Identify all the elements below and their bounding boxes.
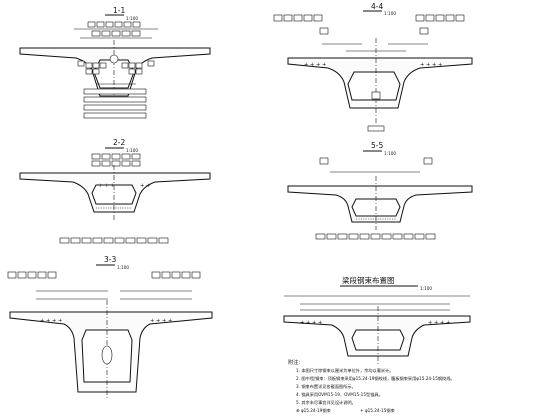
section-4-4-label-row xyxy=(273,14,465,52)
plan-scale: 1:100 xyxy=(420,286,432,291)
section-5-5-title: 5-5 xyxy=(371,141,383,150)
section-2-2-label-rows xyxy=(91,153,141,167)
notes-line-3: 3. 钢束布置详见各截面图所示。 xyxy=(296,383,356,390)
section-5-5-scale: 1:100 xyxy=(384,151,396,156)
section-4-4-scale: 1:100 xyxy=(384,11,396,16)
section-4-4-title: 4-4 xyxy=(371,2,383,11)
section-3-3-tendon-marks: + + + + xyxy=(40,318,62,324)
plan-title: 梁段钢束布置图 xyxy=(342,275,395,285)
section-4-4-box-girder xyxy=(287,57,473,109)
section-1-1-scale: 1:100 xyxy=(126,16,138,21)
section-3-3-box-girder xyxy=(9,311,213,393)
section-1-1-dimension-lines xyxy=(74,21,158,39)
section-2-2-tendon-row: + + + + + xyxy=(96,183,150,209)
notes-legend-2: + φ15.24-15钢束 xyxy=(360,407,396,414)
svg-text:+ + + +: + + + + xyxy=(428,320,450,326)
notes-legend-1: ⊕ φ15.24-19钢束 xyxy=(296,407,332,414)
notes-line-1: 1. 本图尺寸除钢束以厘米为单位外，余均以毫米计。 xyxy=(296,367,393,374)
notes-line-5: 5. 其余未尽事宜详见设计说明。 xyxy=(296,399,356,406)
section-4-4: 4-4 1:100 + + + + + + + + xyxy=(273,2,473,132)
section-1-1: 1-1 1:100 xyxy=(19,6,211,119)
section-3-3-title: 3-3 xyxy=(104,255,116,264)
section-1-1-tendon-group xyxy=(77,60,155,75)
section-2-2-title: 2-2 xyxy=(113,138,125,147)
section-5-5: 5-5 1:100 xyxy=(287,141,473,240)
section-3-3: 3-3 1:100 + + + + + + + + xyxy=(7,255,213,398)
svg-text:+ +: + + xyxy=(140,183,150,189)
svg-text:+ + +: + + + xyxy=(98,183,114,189)
section-3-3-scale: 1:100 xyxy=(117,265,129,270)
svg-text:+ + + +: + + + + xyxy=(150,318,172,324)
notes-block: 附注： 1. 本图尺寸除钢束以厘米为单位外，余均以毫米计。 2. 图中Ⅰ型钢束：… xyxy=(288,358,455,414)
section-1-1-title: 1-1 xyxy=(113,6,125,15)
notes-line-2: 2. 图中Ⅰ型钢束：顶板钢束采用φ15.24-19钢绞线，腹板钢束采用φ15.2… xyxy=(296,375,455,382)
plan-box-girder xyxy=(283,315,471,357)
section-5-5-box-girder xyxy=(287,185,473,223)
notes-heading: 附注： xyxy=(288,358,304,366)
svg-text:+ + + +: + + + + xyxy=(300,320,322,326)
plan-tendon-layout: 梁段钢束布置图 1:100 + + + + + + + + xyxy=(283,275,471,364)
svg-text:+ + + +: + + + + xyxy=(420,62,442,68)
section-5-5-label-stack xyxy=(315,233,436,240)
section-2-2-box-girder xyxy=(19,172,211,213)
notes-line-4: 4. 锚具采用OVM15-19、OVM15-15型锚具。 xyxy=(296,391,383,398)
section-2-2: 2-2 1:100 + + + + + xyxy=(19,138,211,244)
section-2-2-label-stack xyxy=(59,237,169,244)
section-3-3-label-row xyxy=(7,271,201,300)
section-2-2-scale: 1:100 xyxy=(126,148,138,153)
section-1-1-label-stack xyxy=(83,83,147,119)
section-4-4-tendon-marks: + + + + xyxy=(304,62,326,68)
